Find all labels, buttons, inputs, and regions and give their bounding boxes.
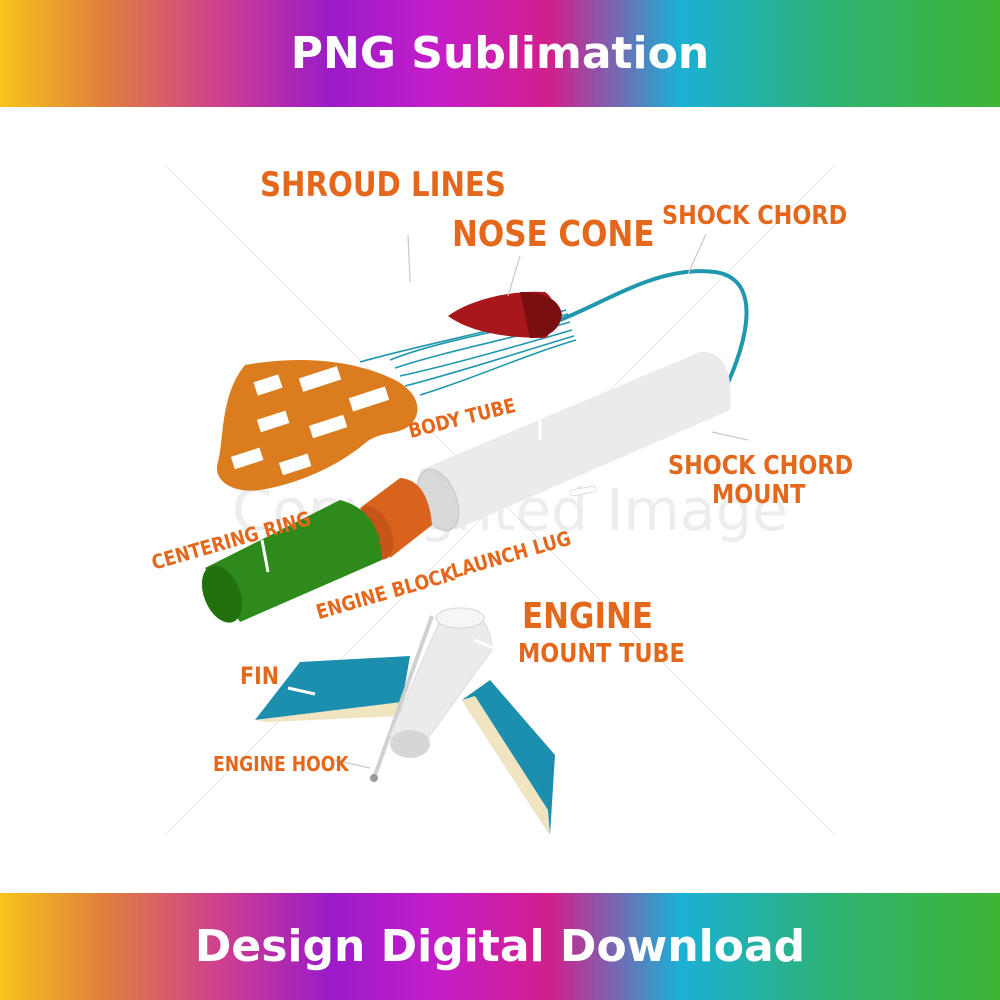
- label-engine-hook: ENGINE HOOK: [213, 754, 350, 777]
- leader-lines: [334, 233, 749, 769]
- label-shock-chord-mount-2: MOUNT: [712, 478, 806, 509]
- launch-lug: [569, 485, 597, 497]
- label-shroud-lines: SHROUD LINES: [260, 166, 506, 205]
- shock-cord: [559, 269, 749, 396]
- parachute: [216, 360, 418, 491]
- label-engine-mount-tube: MOUNT TUBE: [518, 637, 685, 668]
- label-shock-chord-mount-1: SHOCK CHORD: [668, 449, 853, 480]
- fin-right: [462, 680, 555, 835]
- label-nose-cone: NOSE CONE: [452, 213, 654, 255]
- engine-mount-tube: [389, 607, 495, 758]
- header-banner: PNG Sublimation: [0, 0, 1000, 107]
- engine-hook: [370, 615, 434, 782]
- label-engine: ENGINE: [522, 595, 653, 637]
- nose-cone: [448, 291, 562, 338]
- header-title: PNG Sublimation: [290, 28, 710, 79]
- fin-left: [255, 656, 410, 722]
- label-fin: FIN: [240, 663, 279, 691]
- centering-ring: [201, 500, 382, 623]
- rocket-parts-diagram: Copyrighted Image: [149, 164, 853, 836]
- label-shock-chord: SHOCK CHORD: [662, 199, 847, 230]
- footer-title: Design Digital Download: [194, 921, 806, 972]
- footer-banner: Design Digital Download: [0, 893, 1000, 1000]
